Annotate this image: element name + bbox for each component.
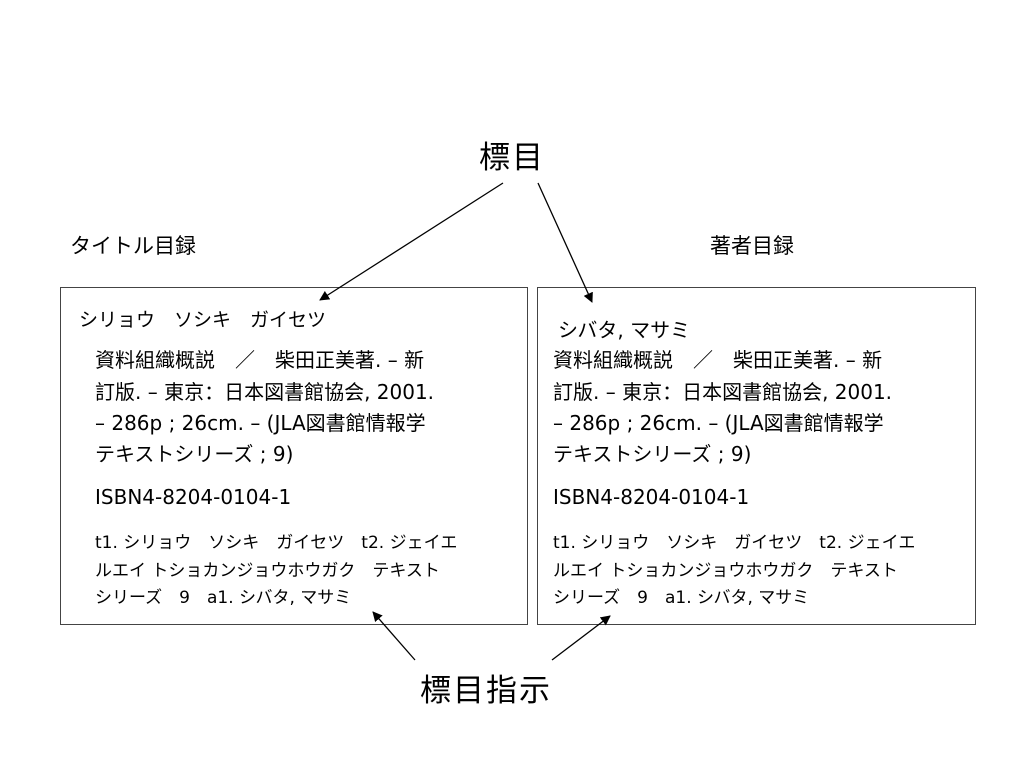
- title-card-description-line: 訂版. – 東京：日本図書館協会, 2001.: [95, 380, 435, 404]
- title-card-tracing-line: t1. シリョウ ソシキ ガイセツ t2. ジェイエ: [95, 533, 458, 553]
- author-card-description-line: 資料組織概説 ／ 柴田正美著. – 新: [553, 348, 883, 372]
- title-card-description-line: テキストシリーズ ; 9): [95, 442, 294, 466]
- author-catalog-card: シバタ, マサミ 資料組織概説 ／ 柴田正美著. – 新 訂版. – 東京：日本…: [537, 287, 976, 625]
- author-card-heading: シバタ, マサミ: [558, 318, 691, 342]
- author-card-description-line: – 286p ; 26cm. – (JLA図書館情報学: [553, 411, 884, 435]
- author-catalog-label: 著者目録: [710, 234, 794, 258]
- heading-concept-label: 標目: [479, 140, 545, 176]
- title-card-heading: シリョウ ソシキ ガイセツ: [79, 309, 327, 331]
- author-card-description-line: テキストシリーズ ; 9): [553, 442, 752, 466]
- title-card-description-line: 資料組織概説 ／ 柴田正美著. – 新: [95, 348, 425, 372]
- arrow-to-title-heading: [319, 182, 504, 301]
- title-card-isbn: ISBN4-8204-0104-1: [95, 485, 292, 509]
- arrow-to-author-heading: [537, 182, 593, 303]
- title-card-tracing-line: シリーズ 9 a1. シバタ, マサミ: [95, 588, 352, 608]
- title-card-description-line: – 286p ; 26cm. – (JLA図書館情報学: [95, 411, 426, 435]
- author-card-tracing-line: t1. シリョウ ソシキ ガイセツ t2. ジェイエ: [553, 533, 916, 553]
- title-card-tracing-line: ルエイ トショカンジョウホウガク テキスト: [95, 561, 440, 581]
- author-card-isbn: ISBN4-8204-0104-1: [553, 485, 750, 509]
- title-catalog-card: シリョウ ソシキ ガイセツ 資料組織概説 ／ 柴田正美著. – 新 訂版. – …: [60, 287, 528, 625]
- heading-indication-label: 標目指示: [420, 673, 552, 709]
- title-catalog-label: タイトル目録: [70, 234, 196, 258]
- author-card-description-line: 訂版. – 東京：日本図書館協会, 2001.: [553, 380, 893, 404]
- author-card-tracing-line: シリーズ 9 a1. シバタ, マサミ: [553, 588, 810, 608]
- author-card-tracing-line: ルエイ トショカンジョウホウガク テキスト: [553, 561, 898, 581]
